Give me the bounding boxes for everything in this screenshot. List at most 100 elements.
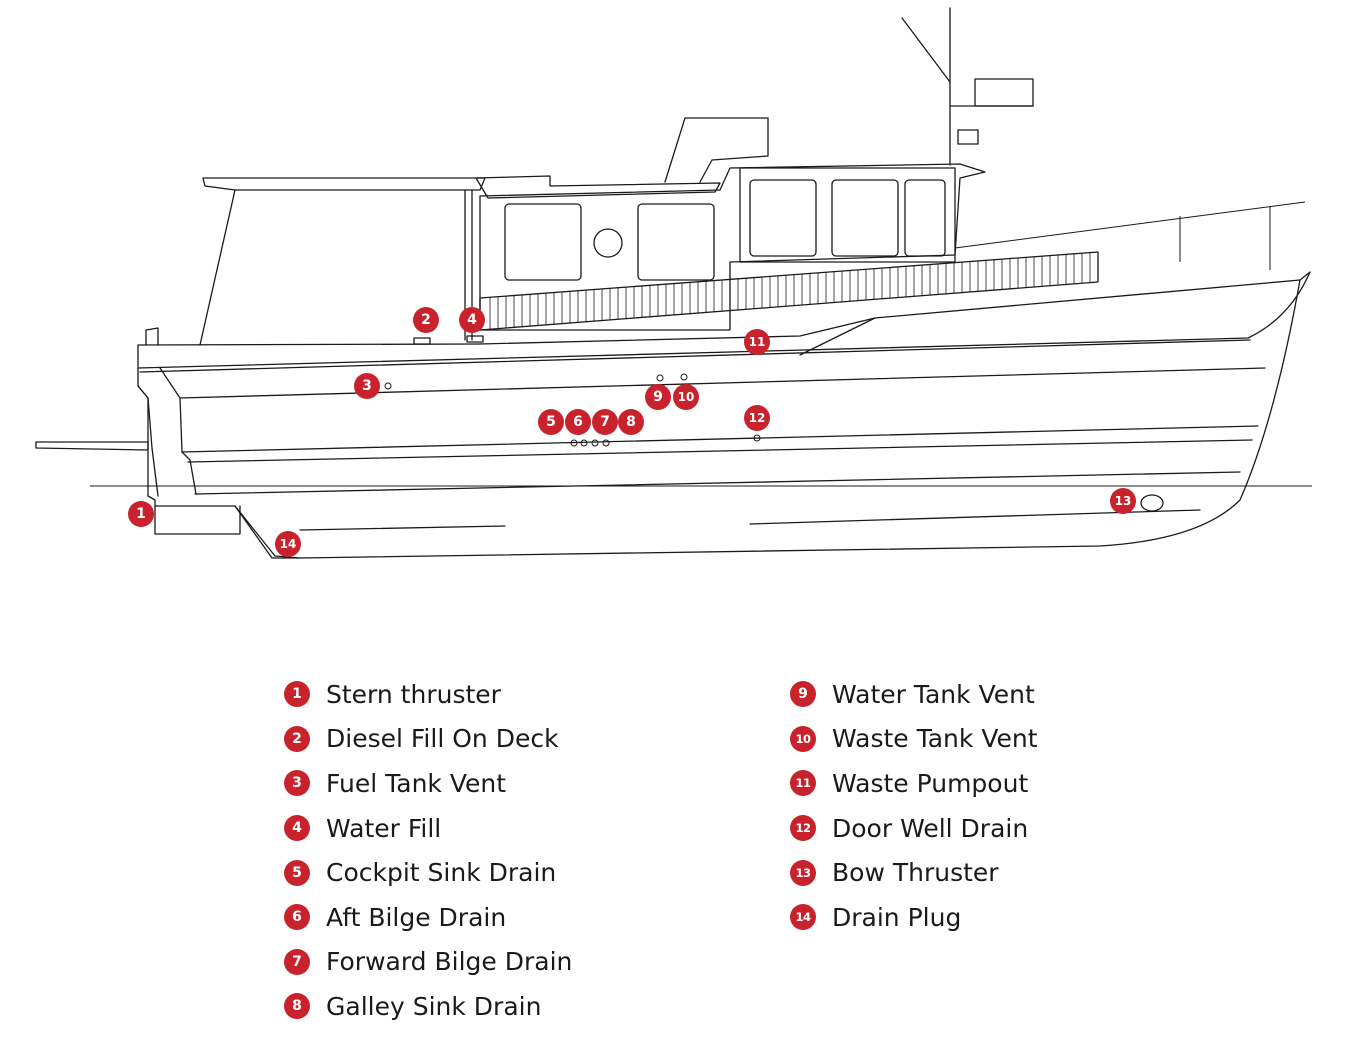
drain-port-8 <box>602 439 610 447</box>
legend-label: Cockpit Sink Drain <box>326 858 557 888</box>
water-vent-port <box>656 374 664 382</box>
legend-number-badge: 7 <box>284 948 310 975</box>
svg-text:13: 13 <box>1115 494 1132 508</box>
legend-label: Aft Bilge Drain <box>326 902 507 932</box>
drain-port-6 <box>580 439 588 447</box>
legend-item: 13 Bow Thruster <box>790 850 1038 895</box>
boat-profile-diagram: 1 2 3 4 5 6 7 8 9 10 11 12 13 14 <box>35 7 1312 559</box>
wheelhouse <box>739 167 956 263</box>
drain-port-7 <box>591 439 599 447</box>
svg-text:3: 3 <box>362 378 372 394</box>
fuel-vent-port <box>384 382 392 390</box>
bulwark-slats <box>489 252 1091 330</box>
legend-number-badge: 3 <box>284 770 310 797</box>
wheelhouse-window-3 <box>904 179 946 257</box>
sheer-line <box>139 339 1251 373</box>
legend-label: Bow Thruster <box>832 858 999 888</box>
side-deck <box>799 317 876 356</box>
legend-item: 5 Cockpit Sink Drain <box>284 850 572 895</box>
cockpit-coaming <box>137 279 1301 369</box>
marker-2: 2 <box>413 307 439 333</box>
flag <box>974 78 1034 107</box>
marker-6: 6 <box>565 409 591 435</box>
legend-number-badge: 13 <box>790 859 816 886</box>
marker-12: 12 <box>744 405 770 431</box>
legend-number-badge: 10 <box>790 725 816 752</box>
legend-number-badge: 8 <box>284 993 310 1020</box>
legend-item: 2 Diesel Fill On Deck <box>284 717 572 762</box>
chine-lower <box>194 471 1241 495</box>
swim-platform <box>35 441 149 451</box>
legend-number-badge: 9 <box>790 681 816 708</box>
legend-number-badge: 14 <box>790 904 816 931</box>
svg-text:4: 4 <box>467 312 477 328</box>
legend-number-badge: 1 <box>284 681 310 708</box>
legend-item: 14 Drain Plug <box>790 895 1038 940</box>
transom <box>137 385 159 497</box>
legend-left-column: 1 Stern thruster 2 Diesel Fill On Deck 3 Fu… <box>284 672 572 1029</box>
svg-text:9: 9 <box>653 389 663 405</box>
legend-item: 10 Waste Tank Vent <box>790 717 1038 762</box>
legend-item: 6 Aft Bilge Drain <box>284 895 572 940</box>
legend-label: Waste Pumpout <box>832 768 1029 798</box>
waste-vent-port <box>680 373 688 381</box>
saloon-cabin <box>479 163 986 331</box>
radar <box>957 129 979 145</box>
saloon-window-aft <box>504 203 582 281</box>
porthole <box>593 228 623 258</box>
legend-item: 3 Fuel Tank Vent <box>284 761 572 806</box>
chine-middle <box>187 439 1253 463</box>
svg-text:14: 14 <box>280 537 297 551</box>
marker-4: 4 <box>459 307 485 333</box>
marker-9: 9 <box>645 384 671 410</box>
svg-text:2: 2 <box>421 312 431 328</box>
drain-port-5 <box>570 439 578 447</box>
svg-text:7: 7 <box>600 414 610 430</box>
legend-label: Waste Tank Vent <box>832 724 1038 754</box>
marker-13: 13 <box>1110 488 1136 514</box>
svg-text:8: 8 <box>626 414 636 430</box>
wheelhouse-window-1 <box>749 179 817 257</box>
bottom-strake-forward <box>749 509 1201 525</box>
marker-7: 7 <box>592 409 618 435</box>
legend-number-badge: 12 <box>790 815 816 842</box>
marker-14: 14 <box>275 531 301 557</box>
legend-label: Forward Bilge Drain <box>326 947 573 977</box>
hardtop-post-aft <box>199 189 236 346</box>
saloon-roof <box>475 175 721 199</box>
stern-thruster-housing <box>154 505 241 535</box>
legend-item: 1 Stern thruster <box>284 672 572 717</box>
water-fill-cap <box>466 335 484 343</box>
marker-1: 1 <box>128 501 154 527</box>
bulwark <box>479 251 1099 331</box>
legend-label: Drain Plug <box>832 902 962 932</box>
legend-number-badge: 5 <box>284 859 310 886</box>
svg-text:1: 1 <box>136 506 146 522</box>
marker-5: 5 <box>538 409 564 435</box>
legend-number-badge: 11 <box>790 770 816 797</box>
svg-text:10: 10 <box>678 390 695 404</box>
legend-label: Door Well Drain <box>832 813 1029 843</box>
marker-11: 11 <box>744 329 770 355</box>
bow-thruster-tunnel <box>1140 494 1164 512</box>
legend-number-badge: 6 <box>284 904 310 931</box>
svg-text:12: 12 <box>749 411 766 425</box>
svg-text:6: 6 <box>573 414 583 430</box>
svg-text:5: 5 <box>546 414 556 430</box>
diesel-fill-cap <box>413 337 431 345</box>
legend-item: 11 Waste Pumpout <box>790 761 1038 806</box>
wheelhouse-window-2 <box>831 179 899 257</box>
keel <box>234 505 301 559</box>
legend-label: Stern thruster <box>326 679 501 709</box>
legend-label: Fuel Tank Vent <box>326 768 507 798</box>
hull-outline <box>137 271 1311 559</box>
legend-label: Diesel Fill On Deck <box>326 724 559 754</box>
mast-stay <box>901 17 951 83</box>
bottom-strake <box>299 525 506 531</box>
exhaust-stack <box>664 117 769 183</box>
legend-number-badge: 2 <box>284 725 310 752</box>
chine-upper <box>181 425 1259 453</box>
